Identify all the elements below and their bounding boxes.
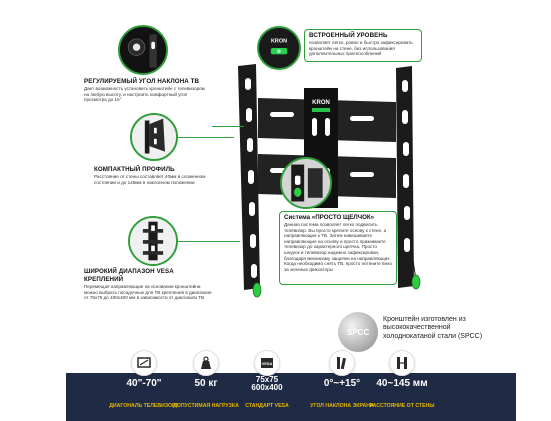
click-text: Данная система позволяет легко подвесить…	[284, 222, 392, 272]
vesa-text: Перемещая направляющие на основании крон…	[84, 284, 212, 301]
spec-diagonal-value: 40"-70"	[126, 378, 162, 389]
wall-distance-icon	[389, 350, 415, 376]
tilt-title: РЕГУЛИРУЕМЫЙ УГОЛ НАКЛОНА ТВ	[84, 78, 200, 85]
spec-load-label: ДОПУСТИМАЯ НАГРУЗКА	[173, 403, 239, 409]
vesa-closeup-circle	[128, 216, 178, 266]
level-closeup-circle: KRON	[257, 26, 301, 70]
profile-title: КОМПАКТНЫЙ ПРОФИЛЬ	[94, 166, 175, 173]
tilt-angle-icon	[329, 350, 355, 376]
svg-text:VESA: VESA	[262, 361, 273, 366]
spec-vesa-value-min: 75x75	[255, 375, 279, 384]
click-callout: Система «ПРОСТО ЩЕЛЧОК» Данная система п…	[279, 211, 397, 285]
spec-vesa-value-max: 600x400	[251, 383, 283, 392]
vesa-title: ШИРОКИЙ ДИАПАЗОН VESA КРЕПЛЕНИЙ	[84, 268, 174, 283]
bracket-logo-text: KRON	[312, 100, 330, 106]
svg-text:KRON: KRON	[271, 39, 287, 45]
right-tv-arm	[396, 66, 414, 288]
left-tv-arm	[238, 64, 260, 290]
profile-closeup-circle	[130, 113, 178, 161]
level-callout: ВСТРОЕННЫЙ УРОВЕНЬ позволяет легко, ровн…	[304, 29, 422, 62]
spcc-badge-text: SPCC	[346, 327, 370, 337]
spcc-badge: SPCC	[338, 312, 378, 352]
right-release-tab	[411, 274, 421, 290]
spec-diagonal-label: ДИАГОНАЛЬ ТЕЛЕВИЗОРА	[109, 403, 179, 409]
tilt-closeup-circle	[118, 25, 168, 75]
click-title: Система «ПРОСТО ЩЕЛЧОК»	[284, 214, 375, 221]
spec-tilt-value: 0°~+15°	[323, 378, 361, 389]
left-release-tab	[252, 282, 262, 298]
spec-distance-value: 40~145 мм	[376, 378, 428, 389]
profile-callout: КОМПАКТНЫЙ ПРОФИЛЬ Расстояние от стены с…	[92, 166, 212, 196]
weight-icon	[193, 350, 219, 376]
spec-tilt-label: УГОЛ НАКЛОНА ЭКРАНА	[310, 403, 374, 409]
tilt-text: Дает возможность установить кронштейн с …	[84, 86, 205, 103]
tilt-callout: РЕГУЛИРУЕМЫЙ УГОЛ НАКЛОНА ТВ Дает возмож…	[82, 78, 212, 106]
spec-band	[66, 373, 516, 421]
level-title: ВСТРОЕННЫЙ УРОВЕНЬ	[309, 32, 388, 39]
vesa-icon: VESA	[254, 350, 280, 376]
level-text: позволяет легко, ровно и быстро зафиксир…	[309, 40, 413, 57]
spec-vesa-label: СТАНДАРТ VESA	[245, 403, 289, 409]
tv-diagonal-icon	[131, 350, 157, 376]
click-closeup-circle	[280, 157, 332, 209]
vesa-callout: ШИРОКИЙ ДИАПАЗОН VESA КРЕПЛЕНИЙ Перемеща…	[82, 268, 214, 302]
spec-vesa-value: 75x75 600x400	[227, 376, 307, 392]
spcc-description: Кронштейн изготовлен из высококачественн…	[383, 316, 483, 340]
spec-load-value: 50 кг	[194, 378, 218, 389]
spec-distance-label: РАССТОЯНИЕ ОТ СТЕНЫ	[369, 403, 435, 409]
profile-text: Расстояние от стены составляет 40мм в сл…	[94, 174, 206, 185]
